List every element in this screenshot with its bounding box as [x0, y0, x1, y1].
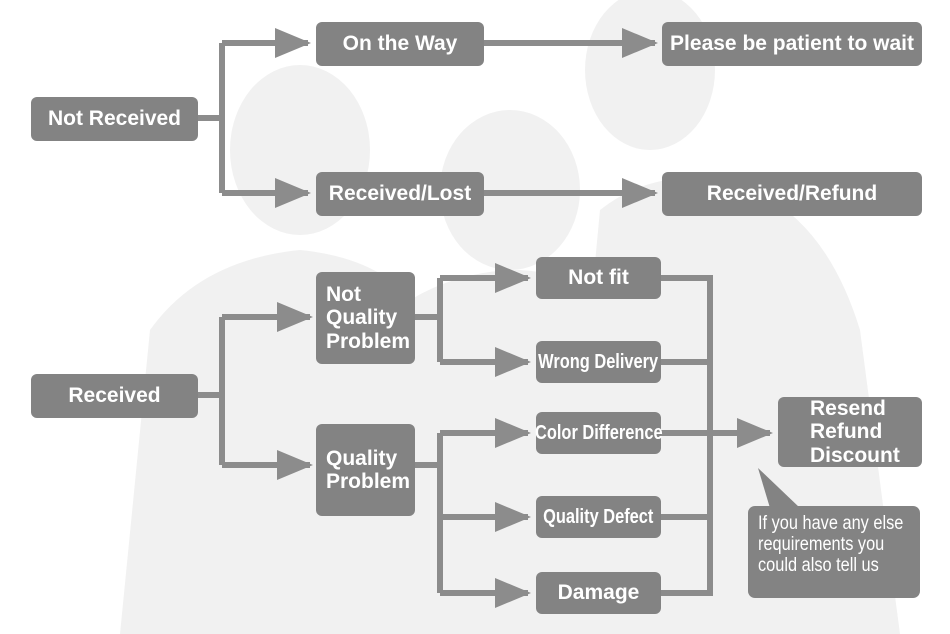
- node-on-the-way: On the Way: [316, 22, 484, 66]
- node-not-fit: Not fit: [536, 257, 661, 299]
- note-line-3: could also tell us: [758, 554, 879, 576]
- node-resolution-line-3: Discount: [810, 443, 900, 467]
- connector-merge-trunk: [661, 275, 713, 596]
- node-quality-defect-label: Quality Defect: [543, 506, 654, 528]
- node-received: Received: [31, 374, 198, 418]
- connector-received-trunk: [198, 317, 225, 465]
- connector-nqp-trunk: [415, 278, 443, 362]
- node-resolution-line-2: Refund: [810, 420, 883, 444]
- node-please-wait: Please be patient to wait: [662, 22, 922, 66]
- node-color-difference: Color Difference: [534, 412, 663, 454]
- node-wrong-delivery-label: Wrong Delivery: [538, 351, 659, 373]
- node-quality-problem-line-1: Quality: [326, 446, 398, 470]
- note-line-2: requirements you: [758, 533, 885, 555]
- node-not-quality-problem-line-3: Problem: [326, 329, 411, 353]
- note-callout: If you have any else requirements you co…: [748, 506, 920, 598]
- node-color-difference-label: Color Difference: [534, 422, 663, 444]
- node-resolution: Resend Refund Discount: [778, 397, 922, 467]
- note-callout-pointer: [758, 468, 800, 508]
- node-received-refund: Received/Refund: [662, 172, 922, 216]
- connector-qp-trunk: [415, 433, 443, 593]
- node-not-quality-problem: Not Quality Problem: [316, 272, 415, 364]
- node-wrong-delivery: Wrong Delivery: [536, 341, 661, 383]
- node-damage: Damage: [536, 572, 661, 614]
- node-quality-defect: Quality Defect: [536, 496, 661, 538]
- node-received-lost: Received/Lost: [316, 172, 484, 216]
- node-quality-problem-line-2: Problem: [326, 470, 411, 493]
- node-quality-problem: Quality Problem: [316, 424, 415, 516]
- node-not-quality-problem-line-2: Quality: [326, 306, 398, 330]
- node-resolution-line-1: Resend: [810, 397, 886, 421]
- node-not-received: Not Received: [31, 97, 198, 141]
- note-line-1: If you have any else: [758, 513, 904, 534]
- node-not-quality-problem-line-1: Not: [326, 283, 361, 307]
- connector-not-received-trunk: [198, 43, 225, 193]
